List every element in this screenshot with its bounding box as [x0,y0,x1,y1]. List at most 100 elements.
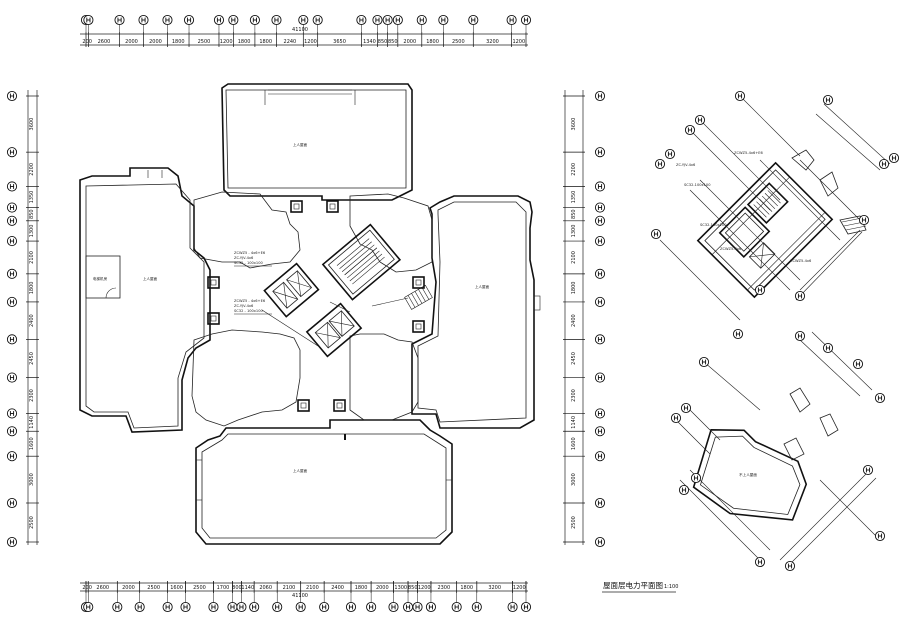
left-dimension-value: 1800 [29,282,35,295]
left-axis-bubble [6,236,18,247]
bottom-axis-bubble [295,601,306,613]
bottom-dimension-value: 1600 [170,585,183,591]
top-total-dimension: 41100 [292,27,308,33]
top-dimension-value: 1200 [304,39,317,45]
right-dimension-value: 1300 [571,225,577,238]
left-axis-bubble [6,451,18,462]
bottom-dimension-value: 1200 [418,585,431,591]
elevator-shaft-north [263,262,320,318]
top-axis-bubble [506,14,517,26]
left-axis-bubble [6,268,18,279]
annotation-a2: ZC-YJV-4x6 [234,256,254,260]
detail-upper-axis-bubble [794,290,806,302]
bottom-dimension-value: 2000 [376,585,389,591]
svg-text:ZCWZ5-4x6: ZCWZ5-4x6 [790,259,812,263]
detail-lower-axis-bubble [784,560,796,572]
annotation-a3: SC32 - 100x100 [234,261,264,265]
top-dimension-value: 1340 [363,39,376,45]
left-axis-bubble [6,202,18,213]
top-axis-bubble [183,14,195,26]
right-dimension-value: 2500 [571,516,577,529]
west-room-label: 上人屋面 [143,276,158,281]
right-dimension-value: 2200 [571,163,577,176]
top-axis-bubble [114,14,125,26]
bottom-dimension-value: 1140 [241,585,254,591]
bottom-axis-bubble [272,601,283,613]
left-axis-bubble [6,147,18,158]
right-axis-bubble [594,497,606,509]
bottom-dimension-value: 2060 [259,585,272,591]
right-dimension-value: 3600 [571,118,577,131]
detail-upper-axis-bubble [684,124,696,136]
detail-view-lower: 不上人屋面 [670,328,886,572]
bottom-dimension-value: 200 [82,585,92,591]
left-axis-bubble [6,215,18,226]
bottom-axis-markers [80,581,532,613]
bottom-axis-bubble [388,601,399,613]
right-axis-bubble [594,236,606,247]
left-dimension-chain: 3600220013508501300210018002400245023001… [6,90,39,548]
top-dimension-value: 850 [378,39,388,45]
left-dimension-value: 2100 [29,251,35,264]
top-axis-bubble [298,14,309,26]
bottom-dimension-value: 1800 [460,585,473,591]
north-wing-outline [221,83,413,201]
top-dimension-value: 1800 [426,39,439,45]
left-dimension-value: 1600 [29,437,35,450]
bottom-axis-bubble [451,601,462,613]
right-axis-bubble [594,451,606,462]
annotation-a6: SC32 - 100x100 [234,309,264,313]
right-dimension-value: 1350 [571,191,577,204]
right-dimension-value: 2400 [571,314,577,327]
top-axis-bubble [249,14,260,26]
left-dimension-value: 2200 [29,163,35,176]
cable-annotations: ZCWZ5 - 4x6+E6 ZC-YJV-4x6 SC32 - 100x100… [234,251,346,440]
detail-roof-label: 不上人屋面 [739,472,757,477]
bottom-dimension-value: 2000 [122,585,135,591]
bottom-axis-bubble [249,601,260,613]
right-axis-bubble [594,215,606,226]
top-dimension-value: 1800 [238,39,251,45]
drawing-scale: 1:100 [664,584,678,590]
detail-lower-axis-bubble [690,472,702,484]
left-dimension-value: 3600 [29,118,35,131]
left-dimension-value: 2450 [29,352,35,365]
bottom-axis-bubble [236,601,247,613]
west-wing-outline [79,167,211,433]
top-axis-bubble [438,14,449,26]
detail-lower-axis-bubble [794,330,806,342]
right-dimension-value: 2300 [571,389,577,402]
left-axis-bubble [6,90,18,102]
right-axis-bubble [594,296,606,307]
detail-lower-axis-bubble [874,530,886,542]
detail-lower-axis-bubble [670,412,682,424]
left-axis-bubble [6,296,18,307]
left-axis-bubble [6,181,18,192]
annotation-a5: ZC-YJV-4x6 [234,304,254,308]
left-axis-bubble [6,334,18,345]
left-axis-bubble [6,408,18,419]
top-dimension-value: 2000 [403,39,416,45]
left-axis-bubble [6,536,18,548]
top-axis-bubble [382,14,393,26]
east-room-label: 上人屋面 [475,284,490,289]
north-room-label: 上人屋面 [293,142,308,147]
detail-lower-axis-bubble [698,356,710,368]
right-dimension-values: 3600220013508501300210018002400245023001… [563,95,585,543]
left-dimension-value: 1300 [29,225,35,238]
left-dimension-value: 2300 [29,389,35,402]
top-axis-bubble [83,14,94,26]
left-dimension-value: 1350 [29,191,35,204]
bottom-dimension-value: 2100 [306,585,319,591]
right-dimension-value: 2450 [571,352,577,365]
right-axis-bubble [594,372,606,383]
bottom-axis-bubble [227,601,238,613]
detail-upper-axis-bubble [878,158,890,170]
bottom-total-dimension: 41100 [292,593,308,599]
top-axis-bubble [356,14,367,26]
right-dimension-value: 850 [571,209,577,219]
bottom-axis-bubble [208,601,219,613]
left-dimension-values: 3600220013508501300210018002400245023001… [26,95,39,543]
bottom-dimension-value: 800 [232,585,242,591]
detail-upper-axis-bubble [694,114,706,126]
